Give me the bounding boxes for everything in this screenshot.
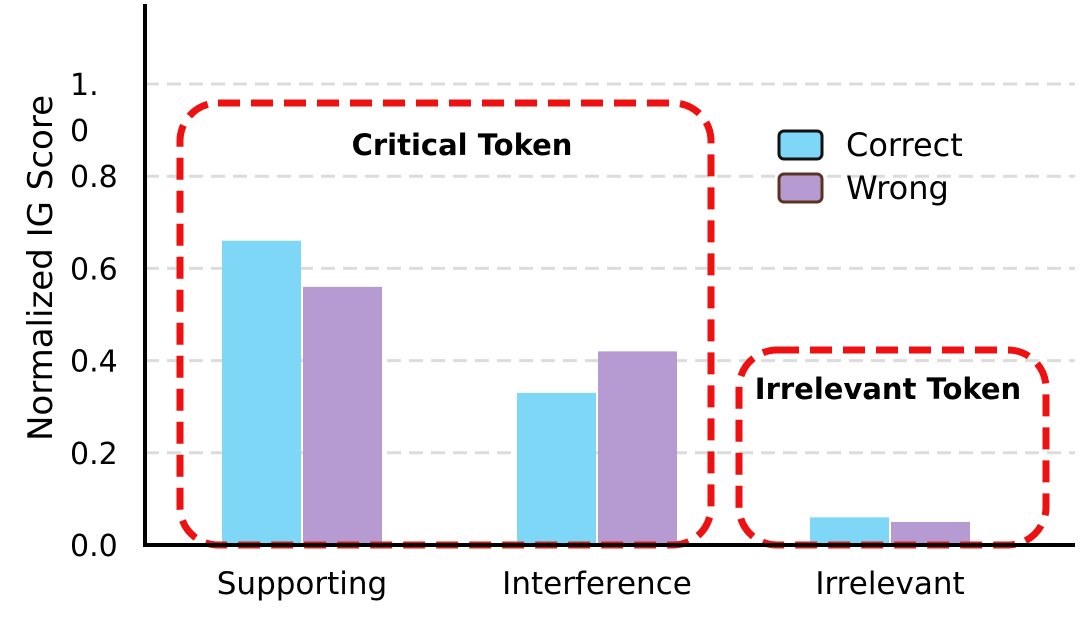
legend-label-wrong: Wrong (846, 169, 949, 207)
legend-swatch-correct (777, 129, 824, 161)
bar-correct-irrelevant (810, 517, 889, 545)
bar-correct-supporting (222, 240, 301, 546)
bars (222, 240, 970, 546)
x-tick-label: Supporting (217, 566, 388, 602)
y-tick-label: 1.0 (70, 68, 99, 149)
annotation-label: Irrelevant Token (755, 372, 1021, 406)
bar-correct-interference (517, 392, 596, 545)
bar-wrong-irrelevant (891, 521, 970, 545)
y-tick-label: 0.8 (70, 160, 118, 195)
x-tick-labels: Supporting Interference Irrelevant (217, 566, 965, 602)
legend-swatch-wrong (777, 172, 824, 204)
y-axis-label: Normalized IG Score (21, 95, 61, 441)
annotation-box (735, 346, 1050, 549)
y-tick-label: 0.0 (70, 529, 118, 564)
x-tick-label: Irrelevant (815, 566, 964, 602)
y-tick-labels: 0.0 0.2 0.4 0.6 0.8 1.0 (70, 68, 118, 564)
y-tick-label: 0.2 (70, 437, 118, 472)
x-tick-label: Interference (502, 566, 692, 602)
y-tick-label: 0.4 (70, 345, 118, 380)
legend-label-correct: Correct (846, 126, 963, 164)
bar-wrong-interference (598, 351, 677, 545)
bar-wrong-supporting (303, 286, 382, 545)
axes (143, 4, 1075, 547)
annotation-label: Critical Token (352, 128, 573, 162)
y-tick-label: 0.6 (70, 252, 118, 287)
